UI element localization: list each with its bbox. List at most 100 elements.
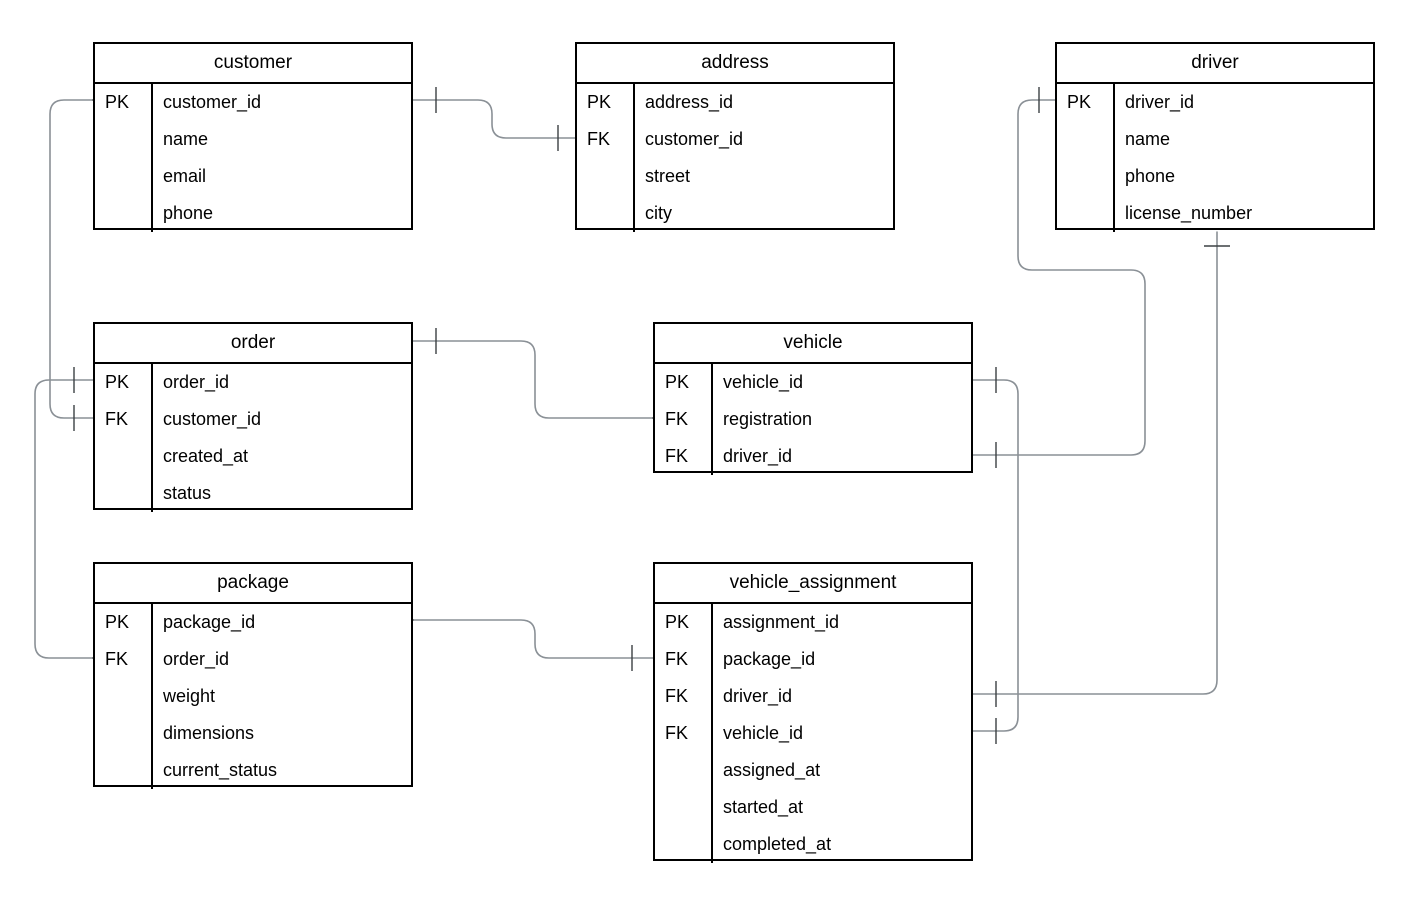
attribute-row[interactable]: street: [577, 158, 893, 195]
attribute-row[interactable]: PK assignment_id: [655, 604, 971, 641]
attribute-row[interactable]: FK driver_id: [655, 438, 971, 475]
attribute-name: package_id: [163, 612, 256, 632]
attribute-name: street: [645, 166, 691, 186]
attribute-name: current_status: [163, 760, 278, 780]
attribute-key-badge: FK: [577, 121, 635, 158]
attribute-key-badge: FK: [655, 438, 713, 475]
attribute-key-badge: [95, 475, 153, 512]
attribute-row[interactable]: city: [577, 195, 893, 232]
attribute-row[interactable]: FK customer_id: [577, 121, 893, 158]
attribute-name: customer_id: [163, 92, 262, 112]
attribute-key-badge: PK: [95, 604, 153, 641]
attribute-row[interactable]: FK registration: [655, 401, 971, 438]
attribute-row[interactable]: dimensions: [95, 715, 411, 752]
attribute-name: driver_id: [1125, 92, 1195, 112]
attribute-row[interactable]: created_at: [95, 438, 411, 475]
attribute-name: order_id: [163, 649, 230, 669]
attribute-row[interactable]: weight: [95, 678, 411, 715]
relationship-driver-vehicle_assignment[interactable]: [972, 231, 1230, 707]
attribute-row[interactable]: PK address_id: [577, 84, 893, 121]
attribute-row[interactable]: PK customer_id: [95, 84, 411, 121]
attribute-key-badge: PK: [655, 364, 713, 401]
attribute-name: weight: [163, 686, 216, 706]
attribute-name: name: [1125, 129, 1171, 149]
attribute-name: order_id: [163, 372, 230, 392]
attribute-row[interactable]: name: [95, 121, 411, 158]
relationship-line-vehicle-vehicle_assignment: [972, 379, 1019, 732]
attribute-key-badge: [95, 438, 153, 475]
attribute-row[interactable]: email: [95, 158, 411, 195]
attribute-name: assigned_at: [723, 760, 821, 780]
attribute-row[interactable]: phone: [95, 195, 411, 232]
attribute-key-badge: [95, 678, 153, 715]
attribute-key-badge: [577, 195, 635, 232]
attribute-name: customer_id: [163, 409, 262, 429]
entity-title-order: order: [95, 324, 411, 364]
relationship-line-customer-address: [412, 99, 576, 139]
attribute-name: address_id: [645, 92, 734, 112]
attribute-name: registration: [723, 409, 813, 429]
attribute-key-badge: [95, 158, 153, 195]
attribute-row[interactable]: FK customer_id: [95, 401, 411, 438]
attribute-key-badge: FK: [655, 678, 713, 715]
entity-title-customer: customer: [95, 44, 411, 84]
attribute-row[interactable]: assigned_at: [655, 752, 971, 789]
attribute-key-badge: FK: [95, 401, 153, 438]
attribute-name: email: [163, 166, 207, 186]
attribute-name: driver_id: [723, 446, 793, 466]
attribute-name: phone: [163, 203, 214, 223]
attribute-row[interactable]: started_at: [655, 789, 971, 826]
relationship-package-vehicle_assignment[interactable]: [390, 607, 654, 671]
attribute-row[interactable]: license_number: [1057, 195, 1373, 232]
relationship-order-vehicle[interactable]: [412, 328, 676, 431]
attribute-key-badge: [1057, 195, 1115, 232]
attribute-row[interactable]: current_status: [95, 752, 411, 789]
attribute-name: assignment_id: [723, 612, 840, 632]
relationship-line-driver-vehicle_assignment: [972, 231, 1218, 695]
attribute-name: city: [645, 203, 672, 223]
attribute-row[interactable]: status: [95, 475, 411, 512]
attribute-name: completed_at: [723, 834, 832, 854]
attribute-row[interactable]: name: [1057, 121, 1373, 158]
attribute-key-badge: [95, 752, 153, 789]
attribute-key-badge: PK: [577, 84, 635, 121]
attribute-row[interactable]: phone: [1057, 158, 1373, 195]
attribute-key-badge: [95, 715, 153, 752]
attribute-row[interactable]: completed_at: [655, 826, 971, 863]
entity-title-vehicle: vehicle: [655, 324, 971, 364]
relationship-customer-address[interactable]: [412, 87, 576, 151]
attribute-row[interactable]: PK driver_id: [1057, 84, 1373, 121]
attribute-key-badge: PK: [95, 84, 153, 121]
attribute-name: started_at: [723, 797, 804, 817]
attribute-name: customer_id: [645, 129, 744, 149]
attribute-key-badge: PK: [655, 604, 713, 641]
entity-title-package: package: [95, 564, 411, 604]
entity-title-address: address: [577, 44, 893, 84]
attribute-key-badge: FK: [655, 401, 713, 438]
attribute-row[interactable]: PK package_id: [95, 604, 411, 641]
attribute-key-badge: PK: [1057, 84, 1115, 121]
attribute-row[interactable]: PK order_id: [95, 364, 411, 401]
attribute-key-badge: PK: [95, 364, 153, 401]
attribute-name: dimensions: [163, 723, 255, 743]
relationship-vehicle-vehicle_assignment[interactable]: [972, 367, 1019, 744]
